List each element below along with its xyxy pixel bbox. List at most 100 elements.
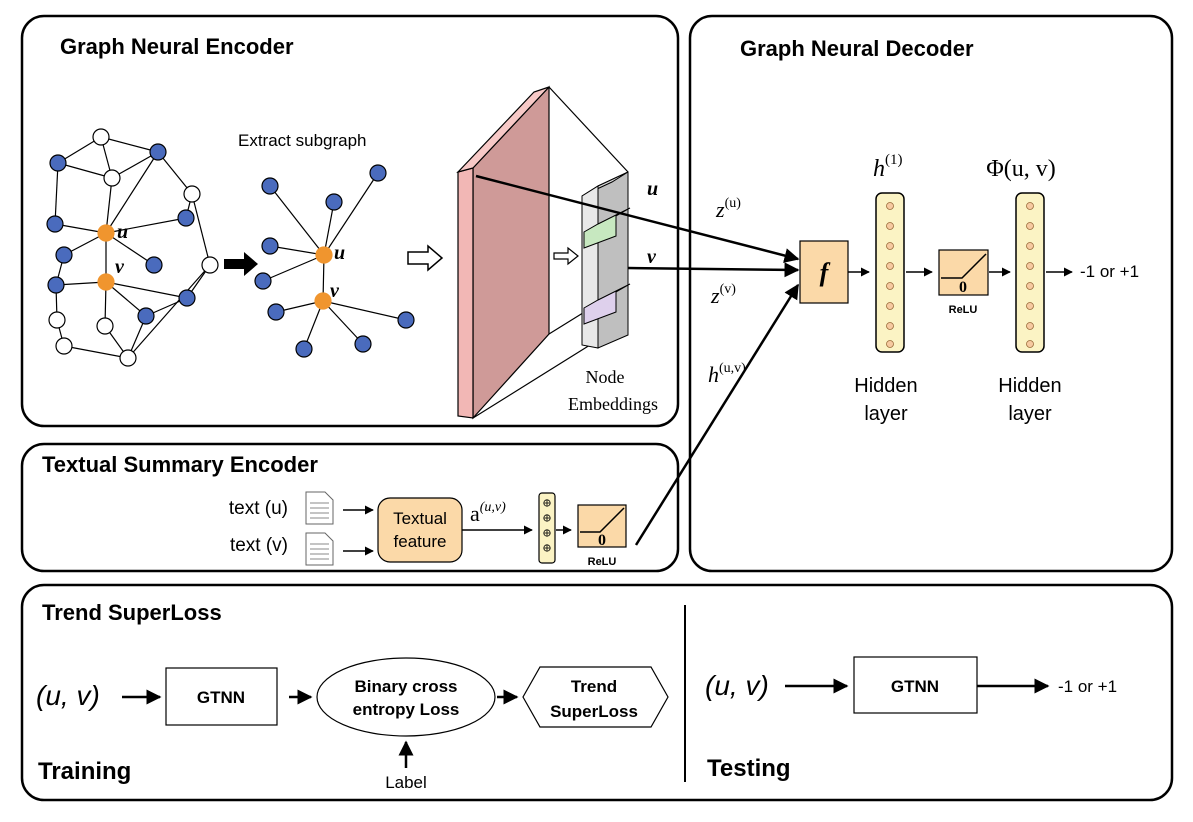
subgraph-node	[254, 272, 272, 290]
h-uv-label: h(u,v)	[708, 361, 746, 387]
subgraph-node	[267, 303, 285, 321]
textual-feature-box	[377, 497, 463, 563]
subgraph-nodes	[254, 164, 415, 358]
hidden2-line1: Hidden	[998, 375, 1061, 397]
hidden-layer-1	[875, 192, 905, 353]
graph-node	[177, 209, 195, 227]
graph-node	[55, 246, 73, 264]
graph-node	[201, 256, 219, 274]
extract-subgraph-label: Extract subgraph	[238, 131, 367, 150]
hidden-layer-2-units	[1026, 202, 1034, 348]
graph-label-u: u	[117, 221, 128, 243]
decoder-output: -1 or +1	[1080, 262, 1139, 281]
gtnn-box-testing	[853, 656, 978, 714]
encoder-panel	[20, 14, 680, 428]
graph-node	[103, 169, 121, 187]
trend-superloss-hexagon	[522, 666, 669, 728]
arrow-zv	[627, 262, 800, 278]
gtnn-box-training	[165, 667, 278, 726]
textual-vector-units	[543, 499, 551, 552]
subgraph-label-v: v	[330, 280, 340, 302]
node-embeddings-line1: Node	[586, 367, 625, 387]
superloss-panel	[20, 583, 1174, 802]
embedding-slab	[456, 85, 550, 420]
arrow-huv	[634, 283, 800, 546]
a-uv-label: a(u,v)	[470, 500, 506, 526]
graph-node	[47, 276, 65, 294]
subgraph-node	[261, 237, 279, 255]
z-u-label: z(u)	[715, 196, 741, 222]
graph-node	[96, 317, 114, 335]
relu-curve-icon	[580, 507, 625, 533]
gtnn-label-training: GTNN	[197, 688, 245, 707]
hidden1-line2: layer	[864, 403, 908, 425]
subgraph-node	[325, 193, 343, 211]
subgraph-node-v	[314, 292, 332, 310]
decoder-title: Graph Neural Decoder	[740, 36, 974, 61]
subgraph-label-u: u	[334, 242, 345, 264]
relu-curve-icon	[941, 253, 987, 279]
subgraph-node	[369, 164, 387, 182]
document-icon	[305, 491, 334, 525]
full-graph	[54, 136, 211, 359]
f-box	[799, 240, 849, 304]
subgraph-node	[397, 311, 415, 329]
document-icon	[305, 532, 334, 566]
embedding-v-strip	[583, 283, 631, 325]
bce-line2: entropy Loss	[353, 700, 460, 719]
textual-panel	[20, 442, 680, 573]
graph-node	[178, 289, 196, 307]
training-input: (u, v)	[36, 680, 100, 711]
graph-node	[55, 337, 73, 355]
trend-line2: SuperLoss	[550, 702, 638, 721]
training-caption: Training	[38, 758, 131, 785]
text-u-label: text (u)	[229, 498, 288, 519]
relu-box-decoder	[938, 249, 989, 296]
subgraph	[262, 172, 407, 350]
graph-node	[49, 154, 67, 172]
label-text: Label	[385, 773, 427, 792]
subgraph-node	[295, 340, 313, 358]
graph-node	[46, 215, 64, 233]
decoder-panel	[688, 14, 1174, 573]
node-embeddings-line2: Embeddings	[568, 394, 658, 414]
testing-input: (u, v)	[705, 670, 769, 701]
full-graph-nodes	[46, 128, 219, 367]
embedding-stack	[581, 171, 631, 349]
textual-feature-line1: Textual	[393, 509, 447, 528]
graph-node	[183, 185, 201, 203]
hidden1-line1: Hidden	[854, 375, 917, 397]
relu-label-textual: ReLU	[588, 556, 617, 568]
f-label: f	[820, 258, 831, 287]
text-v-label: text (v)	[230, 535, 288, 556]
relu-zero-textual: 0	[598, 532, 606, 549]
textual-vector	[538, 492, 556, 564]
subgraph-node-u	[315, 246, 333, 264]
embedding-label-u: u	[647, 178, 658, 200]
gtnn-label-testing: GTNN	[891, 677, 939, 696]
bce-line1: Binary cross	[355, 677, 458, 696]
encoder-title: Graph Neural Encoder	[60, 34, 294, 59]
testing-caption: Testing	[707, 755, 791, 782]
hidden2-line2: layer	[1008, 403, 1052, 425]
subgraph-node	[354, 335, 372, 353]
superloss-title: Trend SuperLoss	[42, 600, 222, 625]
hidden-layer-2	[1015, 192, 1045, 353]
relu-zero-decoder: 0	[959, 279, 967, 296]
extract-arrow-icon	[224, 252, 258, 276]
graph-node	[92, 128, 110, 146]
hollow-arrow-icon	[407, 244, 444, 272]
graph-label-v: v	[115, 256, 125, 278]
small-hollow-arrow-icon	[553, 246, 579, 266]
phi-label: Φ(u, v)	[986, 156, 1056, 182]
embedding-u-strip	[583, 207, 631, 249]
embedding-label-v: v	[647, 246, 657, 268]
graph-node	[119, 349, 137, 367]
graph-node-v	[97, 273, 115, 291]
h1-label: h(1)	[873, 152, 903, 182]
z-v-label: z(v)	[710, 282, 736, 308]
arrow-zu	[475, 174, 800, 263]
relu-box-textual	[577, 504, 627, 548]
trend-line1: Trend	[571, 677, 617, 696]
